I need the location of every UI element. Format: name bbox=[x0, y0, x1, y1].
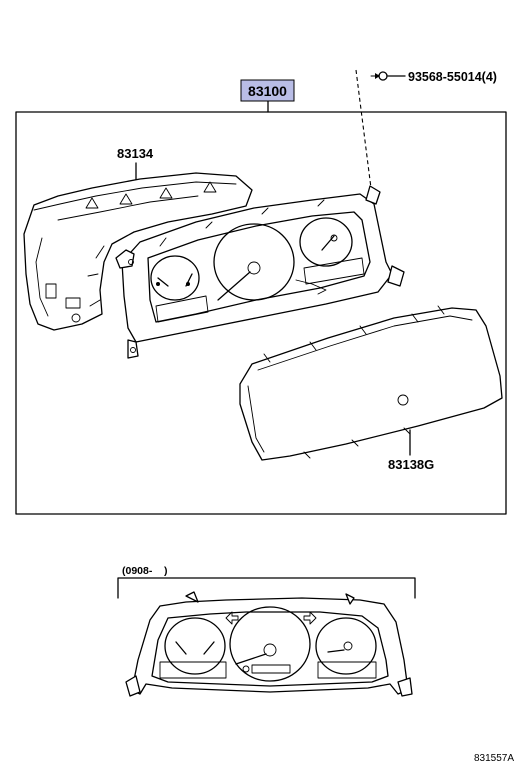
svg-text:83134: 83134 bbox=[117, 146, 154, 161]
variant-bracket bbox=[117, 577, 416, 599]
glass-lens-drawing bbox=[239, 305, 503, 461]
cover-label-83134[interactable]: 83134 bbox=[117, 146, 154, 182]
screw-part[interactable]: 93568-55014(4) bbox=[370, 70, 497, 84]
assembly-frame bbox=[15, 100, 507, 515]
svg-text:83138G: 83138G bbox=[388, 457, 434, 472]
glass-label-83138G[interactable]: 83138G bbox=[388, 429, 434, 472]
svg-text:83100: 83100 bbox=[248, 83, 287, 99]
instrument-cluster-drawing bbox=[115, 185, 405, 359]
assembly-label-83100[interactable]: 83100 bbox=[240, 79, 295, 102]
screw-leader bbox=[355, 69, 373, 197]
svg-text:93568-55014(4): 93568-55014(4) bbox=[408, 70, 497, 84]
figure-id: 831557A bbox=[474, 753, 514, 764]
variant-note: (0908- ) bbox=[122, 565, 168, 577]
screw-icon bbox=[370, 71, 388, 81]
variant-cluster-drawing bbox=[125, 591, 413, 697]
back-cover-drawing bbox=[23, 172, 253, 331]
